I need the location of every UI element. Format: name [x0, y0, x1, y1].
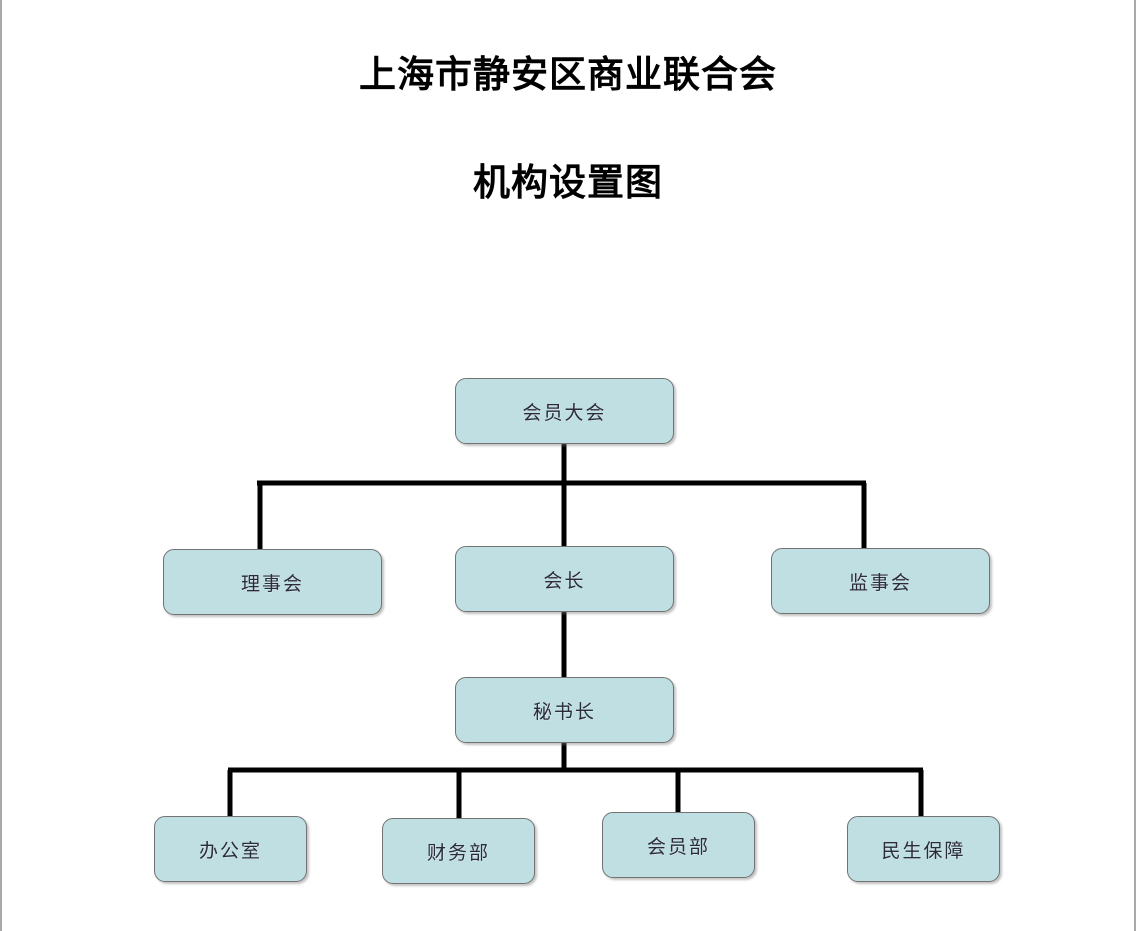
page-subtitle: 机构设置图	[473, 160, 663, 204]
page-title: 上海市静安区商业联合会	[359, 52, 777, 96]
org-node-label: 会长	[543, 569, 586, 592]
org-node-office[interactable]: 办公室	[154, 816, 307, 882]
org-node-label: 监事会	[848, 571, 912, 594]
org-node-label: 会员部	[646, 835, 710, 858]
org-node-livelihood-protection[interactable]: 民生保障	[847, 816, 1000, 882]
org-node-board-of-supervisors[interactable]: 监事会	[771, 548, 990, 614]
org-node-label: 会员大会	[522, 401, 607, 424]
org-node-label: 理事会	[240, 572, 304, 595]
org-node-secretary-general[interactable]: 秘书长	[455, 677, 674, 743]
org-node-membership-department[interactable]: 会员部	[602, 812, 755, 878]
org-node-label: 办公室	[198, 839, 262, 862]
org-node-president[interactable]: 会长	[455, 546, 674, 612]
org-node-label: 财务部	[426, 841, 490, 864]
org-node-label: 民生保障	[881, 839, 966, 862]
org-node-assembly[interactable]: 会员大会	[455, 378, 674, 444]
org-node-label: 秘书长	[532, 700, 596, 723]
org-node-board-of-directors[interactable]: 理事会	[163, 549, 382, 615]
org-node-finance-department[interactable]: 财务部	[382, 818, 535, 884]
